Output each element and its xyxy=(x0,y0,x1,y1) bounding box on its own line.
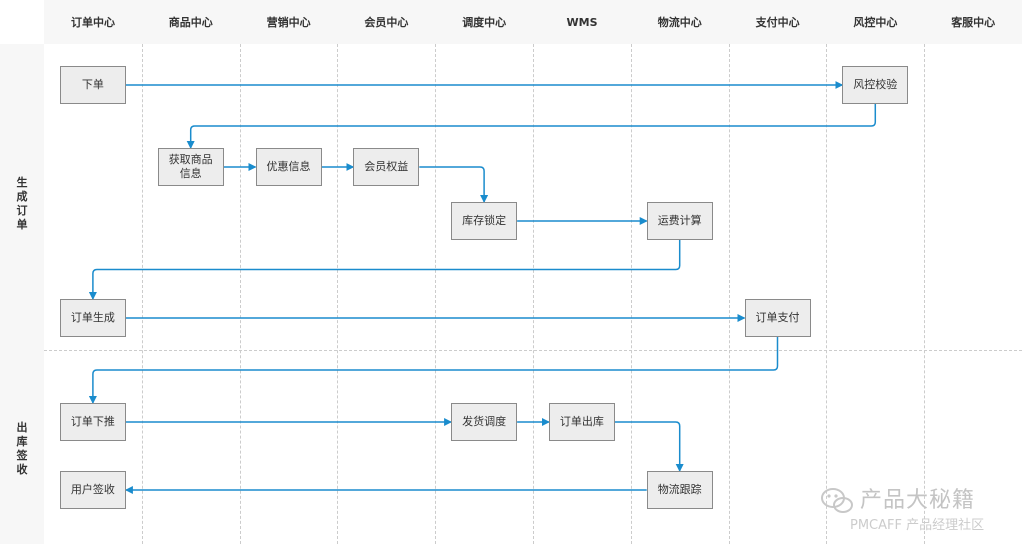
watermark: 产品大秘籍 PMCAFF 产品经理社区 xyxy=(820,482,1016,536)
lane-divider xyxy=(337,44,339,544)
step-place-order: 下单 xyxy=(59,66,126,104)
phase-column xyxy=(0,44,44,544)
lane-header: 订单中心 xyxy=(71,16,115,29)
lane-header: 物流中心 xyxy=(657,16,702,29)
lane-header: 调度中心 xyxy=(462,16,507,29)
lane-divider xyxy=(630,44,632,544)
step-stock-lock: 库存锁定 xyxy=(451,202,518,240)
step-user-signoff: 用户签收 xyxy=(59,471,126,509)
lane-divider xyxy=(728,44,730,544)
lane-divider xyxy=(826,44,828,544)
arrow-warehouse-out-to-logistics-tracking xyxy=(614,421,684,472)
arrow-order-payment-to-order-push xyxy=(88,337,779,404)
step-shipping-fee: 运费计算 xyxy=(646,202,713,240)
step-member-benefit: 会员权益 xyxy=(353,148,420,186)
lane-header-bar xyxy=(44,0,1022,44)
lane-header: 支付中心 xyxy=(755,16,800,29)
lane-header: 商品中心 xyxy=(168,16,213,29)
wechat-icon xyxy=(821,488,853,513)
step-promotion: 优惠信息 xyxy=(255,148,322,186)
step-order-created: 订单生成 xyxy=(59,299,126,337)
lane-divider xyxy=(141,44,143,544)
step-logistics-tracking: 物流跟踪 xyxy=(646,471,713,509)
watermark-title: 产品大秘籍 xyxy=(860,488,976,513)
lane-header: 会员中心 xyxy=(364,16,409,29)
phase-label: 生成订单 xyxy=(16,176,28,231)
step-warehouse-out: 订单出库 xyxy=(548,403,615,441)
phase-divider xyxy=(44,350,1022,351)
lane-divider xyxy=(533,44,534,544)
arrow-risk-check-to-fetch-product xyxy=(186,104,877,149)
phase-label: 出库签收 xyxy=(16,421,28,476)
lane-header: 风控中心 xyxy=(853,16,898,29)
arrow-member-benefit-to-stock-lock xyxy=(419,166,489,203)
lane-divider xyxy=(924,44,926,544)
step-fetch-product: 获取商品 信息 xyxy=(157,148,224,186)
lane-header: 营销中心 xyxy=(266,16,311,29)
lane-divider xyxy=(239,44,241,544)
watermark-subtitle: PMCAFF 产品经理社区 xyxy=(850,518,985,533)
lane-header: 客服中心 xyxy=(951,16,996,29)
arrow-shipping-fee-to-order-created xyxy=(88,240,681,300)
lane-divider xyxy=(435,44,437,544)
step-dispatch: 发货调度 xyxy=(451,403,518,441)
lane-header: WMS xyxy=(566,16,598,29)
step-order-push: 订单下推 xyxy=(59,403,126,441)
step-risk-check: 风控校验 xyxy=(842,66,909,104)
step-order-payment: 订单支付 xyxy=(744,299,811,337)
